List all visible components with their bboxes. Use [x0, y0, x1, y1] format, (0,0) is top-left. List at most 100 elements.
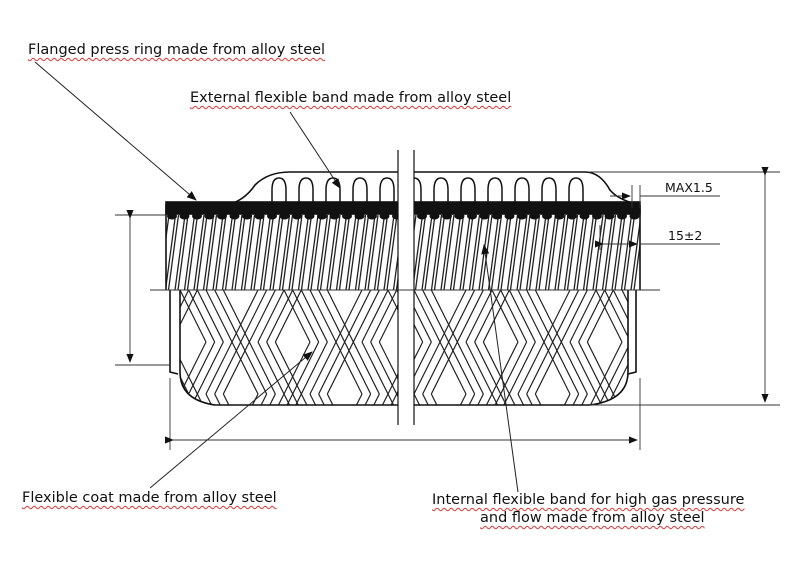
coil-hatch-line [595, 215, 607, 290]
weave-line [560, 341, 588, 395]
coil-hatch-line [174, 215, 186, 290]
weave-line [448, 290, 476, 343]
bead-row [167, 212, 640, 220]
coil-hatch-line [430, 215, 443, 290]
coil-hatch-line [183, 215, 196, 290]
coil-hatch-line [433, 215, 446, 290]
weave-line [111, 238, 137, 290]
weave-line [413, 341, 441, 395]
coil-hatch-line [166, 215, 177, 290]
weave-line [621, 393, 628, 405]
weave-line [475, 446, 501, 498]
center-break-lines [397, 150, 415, 425]
weave-line [231, 393, 259, 405]
weave-line [709, 342, 735, 394]
coil-hatch-line [345, 215, 357, 290]
weave-line [517, 393, 545, 405]
weave-line [440, 446, 466, 498]
weave-line [439, 290, 467, 343]
weave-line [613, 446, 639, 498]
weave-line [422, 393, 450, 405]
weave-line [336, 446, 362, 498]
weave-line [709, 238, 735, 290]
coil-hatch-line [224, 215, 237, 290]
weave-line [335, 341, 363, 395]
coil-hatch-line [250, 215, 262, 290]
label-external-flexible-band: External flexible band made from alloy s… [190, 90, 512, 106]
weave-line [500, 393, 528, 405]
weave-line [344, 341, 372, 395]
weave-line [292, 290, 320, 343]
weave-line [552, 290, 580, 343]
weave-line [465, 341, 493, 395]
weave-line [180, 393, 181, 405]
weave-line [205, 393, 233, 405]
weave-line [639, 394, 665, 446]
bead [492, 212, 502, 220]
weave-line [657, 290, 683, 342]
coil-hatch-line [166, 215, 167, 220]
weave-line [517, 341, 545, 395]
weave-line [569, 290, 597, 343]
weave-line [180, 341, 207, 395]
coil-hatch-line [614, 215, 626, 290]
weave-line [769, 238, 795, 290]
weave-line [587, 446, 613, 498]
weave-line [639, 446, 665, 498]
fold [433, 177, 449, 205]
weave-line [222, 393, 250, 405]
weave-line [595, 341, 623, 395]
coil-hatch-line [563, 215, 576, 290]
dimension-max-gap: MAX1.5 [665, 180, 713, 195]
label-flexible-coat: Flexible coat made from alloy steel [22, 490, 277, 506]
weave-line [318, 393, 346, 405]
coil-hatch-line [166, 215, 170, 243]
coil-hatch-line [193, 215, 205, 290]
weave-line [631, 446, 657, 498]
coil-hatch-line [487, 215, 500, 290]
weave-line [292, 341, 320, 395]
coil-hatch-line [601, 215, 614, 290]
bead [242, 212, 252, 220]
coil-hatch-line [215, 215, 227, 290]
coil-hatch-line [644, 215, 654, 290]
coil-hatch-line [288, 215, 300, 290]
weave-line [300, 341, 328, 395]
coil-hatch-line [202, 215, 215, 290]
coil-hatch-line [253, 215, 265, 290]
weave-line [85, 290, 111, 342]
weave-line [717, 290, 743, 342]
weave-line [605, 446, 631, 498]
weave-line [569, 341, 597, 395]
weave-line [612, 290, 628, 343]
coil-hatch-line [566, 215, 579, 290]
weave-line [778, 394, 801, 446]
weave-line [691, 290, 717, 342]
bead [292, 212, 302, 220]
weave-line [534, 393, 562, 405]
weave-line [787, 446, 801, 498]
coil-hatch-line [582, 215, 595, 290]
weave-line [319, 446, 345, 498]
bead [254, 212, 265, 220]
coil-hatch-line [259, 215, 272, 290]
coil-hatch-line [424, 215, 436, 290]
coil-hatch-line [509, 215, 522, 290]
weave-line [205, 290, 233, 343]
weave-line [709, 446, 735, 498]
weave-line [674, 238, 700, 290]
fold [352, 177, 368, 205]
weave-line [726, 342, 752, 394]
coil-hatch-line [373, 215, 386, 290]
fold [298, 177, 314, 205]
coil-hatch-line [307, 215, 319, 290]
fold [514, 177, 530, 205]
weave-line [700, 238, 726, 290]
bead [454, 212, 465, 220]
bead [479, 212, 490, 220]
weave-line [517, 290, 545, 343]
weave-line [726, 394, 752, 446]
weave-line [622, 446, 648, 498]
coil-hatch-line [506, 215, 519, 290]
weave-line [405, 446, 431, 498]
